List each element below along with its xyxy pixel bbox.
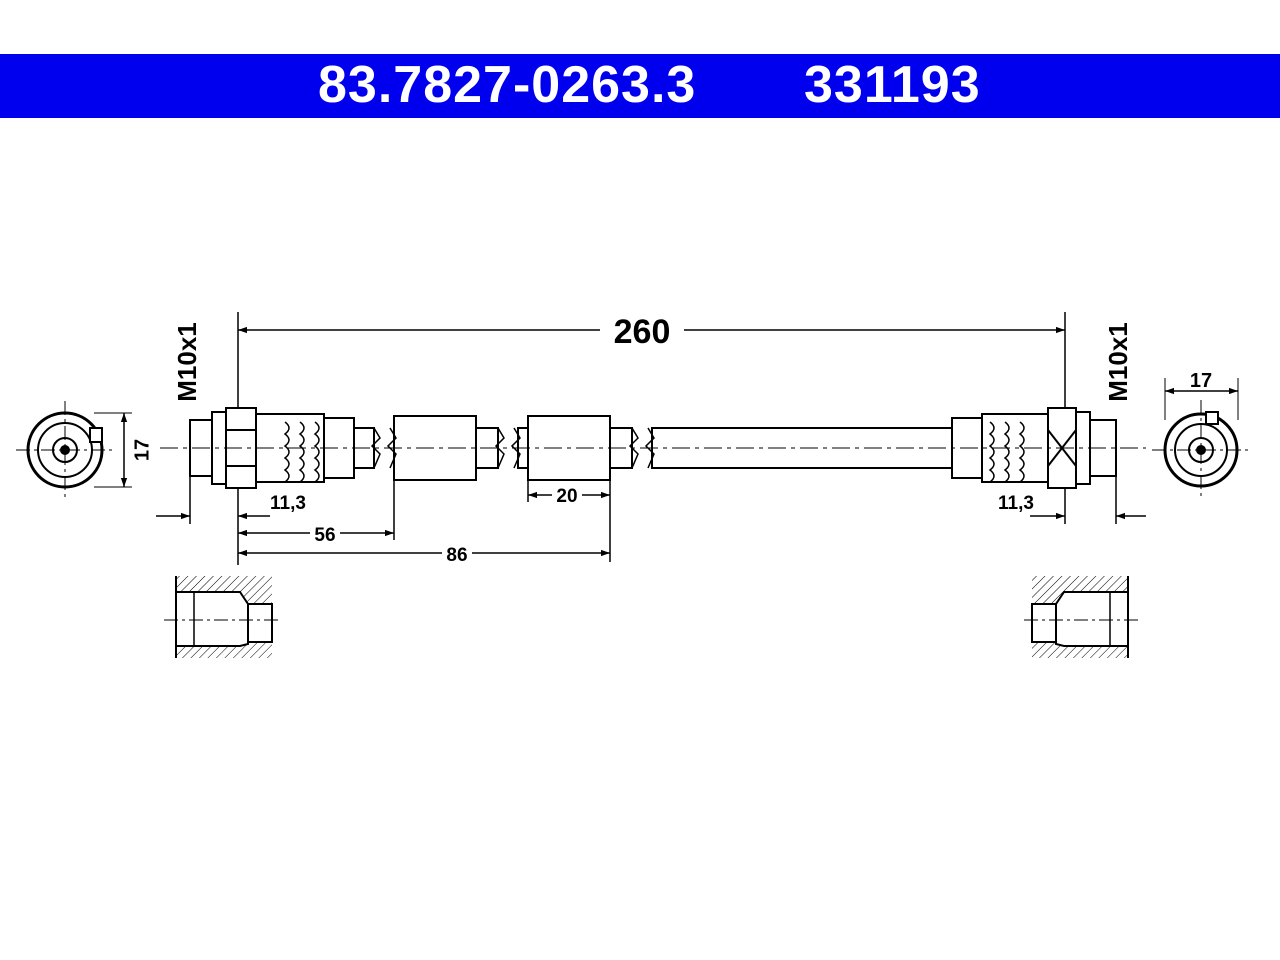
- offset-dimensions: [156, 476, 1146, 565]
- right-width-label: 17: [1190, 370, 1212, 392]
- total-length-label: 260: [614, 313, 671, 351]
- right-thread-label: M10x1: [1103, 322, 1133, 402]
- sleeve2-label: 86: [446, 545, 467, 566]
- reference-number: 331193: [804, 55, 981, 114]
- left-end-view: [16, 401, 132, 499]
- total-length-dimension: [237, 312, 1066, 420]
- right-end-view: [1152, 378, 1252, 500]
- left-thread-label: M10x1: [172, 322, 202, 402]
- right-offset-label: 11,3: [998, 493, 1034, 514]
- sleeve-length-label: 20: [556, 486, 577, 507]
- sleeve-dimensions: [238, 480, 611, 562]
- sleeve1-label: 56: [314, 525, 335, 546]
- right-port-section: [1024, 576, 1140, 658]
- left-offset-label: 11,3: [270, 493, 306, 514]
- hose-side-view: [160, 407, 1146, 489]
- part-number: 83.7827-0263.3: [318, 55, 697, 114]
- left-port-section: [164, 576, 280, 658]
- title-bar: 83.7827-0263.3 331193: [0, 54, 1280, 118]
- left-width-label: 17: [131, 439, 153, 461]
